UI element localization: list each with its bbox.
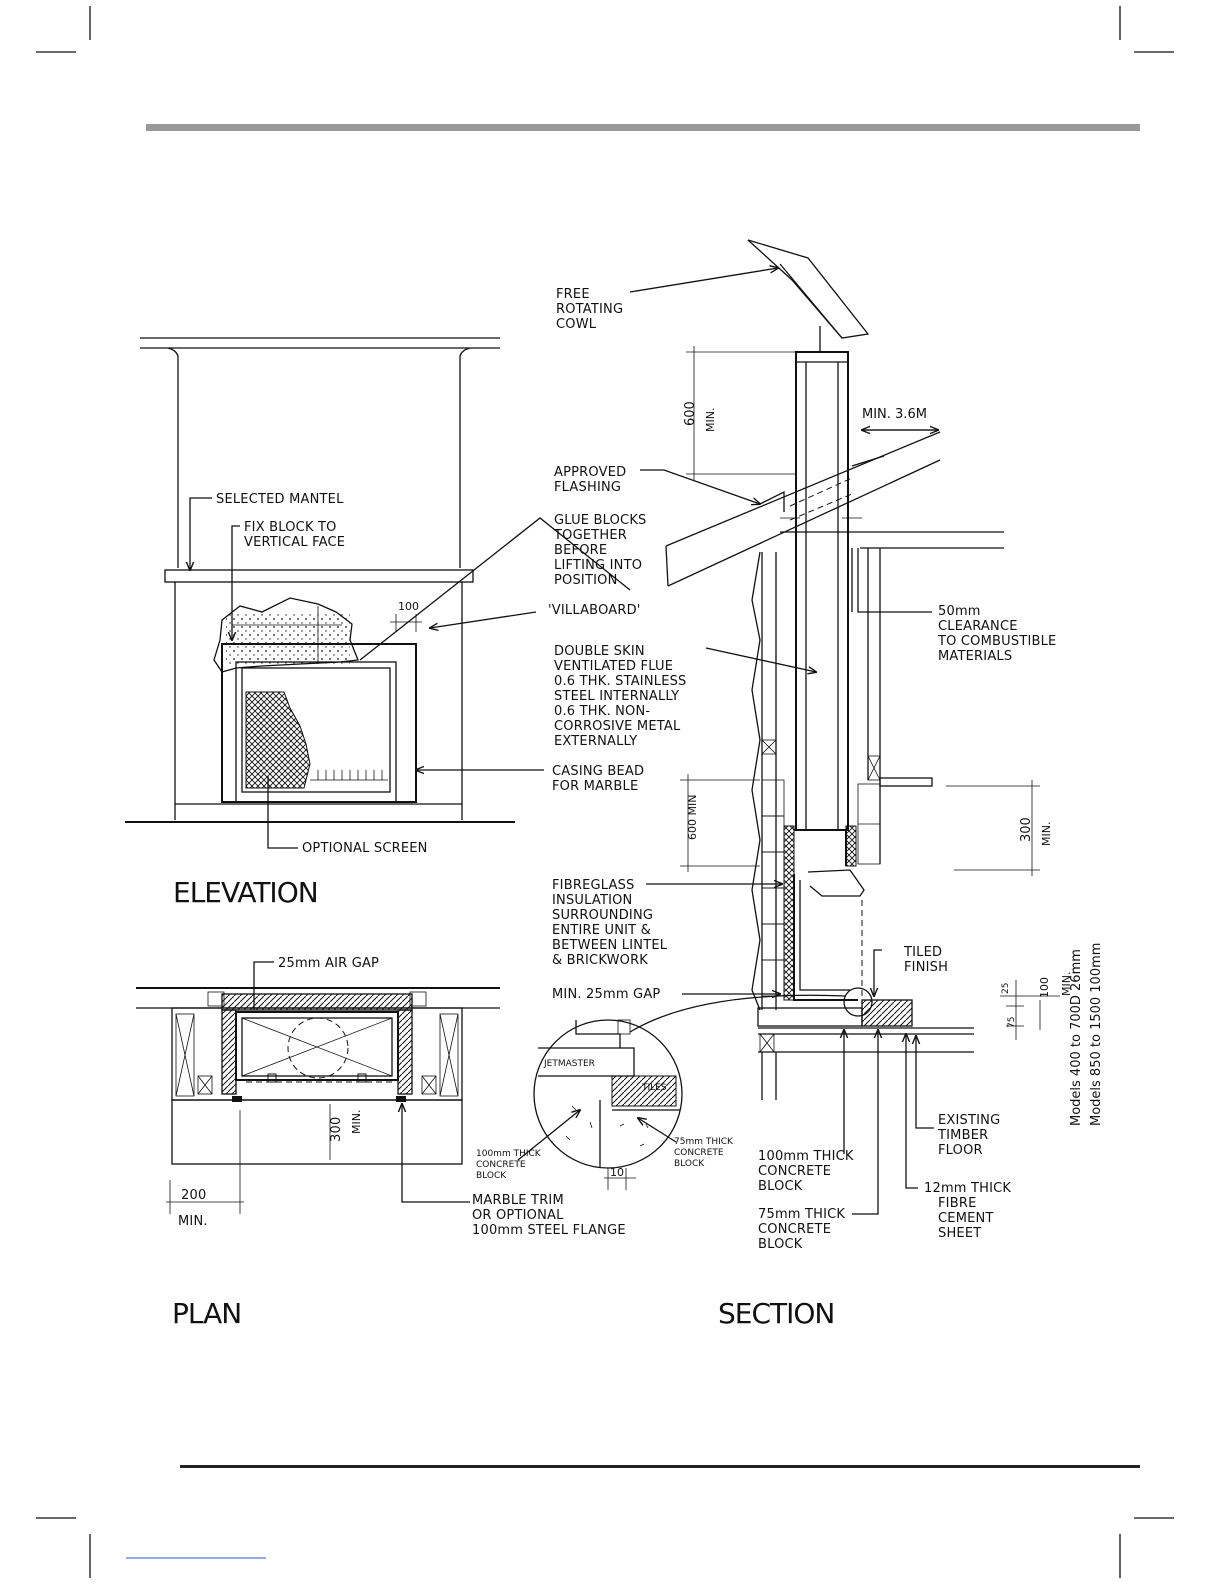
label-sec-dim-100-min: MIN. (1060, 972, 1073, 996)
label-plan-dim-300: 300 (329, 1117, 344, 1142)
label-cowl-3: COWL (556, 317, 597, 332)
label-sec-dim-25: 25 (1001, 983, 1011, 994)
label-tiled-2: FINISH (904, 960, 948, 975)
label-block75-1: 75mm THICK (758, 1207, 845, 1222)
label-clearance-3: TO COMBUSTIBLE (937, 634, 1056, 649)
elevation-title: ELEVATION (173, 876, 318, 909)
label-block100-2: CONCRETE (758, 1164, 831, 1179)
label-flue-4: STEEL INTERNALLY (554, 689, 679, 704)
label-detail-tiles: TILES (641, 1083, 667, 1093)
label-detail-10: 10 (610, 1166, 624, 1179)
label-villaboard: 'VILLABOARD' (548, 603, 641, 618)
label-plan-dim-300-min: MIN. (350, 1110, 363, 1134)
section-title: SECTION (718, 1297, 834, 1330)
label-fibreglass-4: ENTIRE UNIT & (552, 923, 651, 938)
label-marble-3: 100mm STEEL FLANGE (472, 1223, 626, 1238)
label-clearance-2: CLEARANCE (938, 619, 1018, 634)
label-cowl-2: ROTATING (556, 302, 623, 317)
label-sec-dim-600-min: MIN. (704, 408, 717, 432)
label-clearance-1: 50mm (938, 604, 981, 619)
label-fibre-cement-1: 12mm THICK (924, 1181, 1011, 1196)
label-sec-dim-300-min: MIN. (1040, 822, 1053, 846)
label-fibreglass-1: FIBREGLASS (552, 878, 635, 893)
label-min-gap: MIN. 25mm GAP (552, 987, 660, 1002)
label-tiled-1: TILED (903, 945, 942, 960)
label-clearance-4: MATERIALS (938, 649, 1012, 664)
label-plan-dim-200-min: MIN. (178, 1214, 208, 1229)
header-rule (146, 124, 1140, 131)
label-block100-1: 100mm THICK (758, 1149, 854, 1164)
label-block100-3: BLOCK (758, 1179, 803, 1194)
label-timber-3: FLOOR (938, 1143, 983, 1158)
label-models-2: Models 850 to 1500 100mm (1089, 943, 1104, 1126)
label-glue-4: LIFTING INTO (554, 558, 642, 573)
label-casing-2: FOR MARBLE (552, 779, 638, 794)
label-block75-3: BLOCK (758, 1237, 803, 1252)
label-detail-100-2: CONCRETE (476, 1160, 526, 1170)
elevation-drawing (125, 337, 515, 849)
label-flashing-1: APPROVED (554, 465, 626, 480)
label-fibreglass-5: BETWEEN LINTEL (552, 938, 668, 953)
label-marble-2: OR OPTIONAL (472, 1208, 564, 1223)
label-marble-1: MARBLE TRIM (472, 1193, 564, 1208)
label-glue-3: BEFORE (554, 543, 607, 558)
label-detail-75-3: BLOCK (674, 1159, 705, 1169)
label-detail-75-1: 75mm THICK (674, 1137, 734, 1147)
label-flashing-2: FLASHING (554, 480, 621, 495)
plan-drawing (136, 961, 500, 1214)
label-optional-screen: OPTIONAL SCREEN (302, 841, 428, 856)
label-fibreglass-6: & BRICKWORK (552, 953, 648, 968)
label-flue-2: VENTILATED FLUE (554, 659, 673, 674)
label-flue-7: EXTERNALLY (554, 734, 637, 749)
label-selected-mantel: SELECTED MANTEL (216, 492, 344, 507)
label-flue-5: 0.6 THK. NON- (554, 704, 650, 719)
label-fibre-cement-4: SHEET (938, 1226, 981, 1241)
label-sec-dim-600: 600 (683, 401, 698, 426)
label-glue-2: TOGETHER (553, 528, 627, 543)
label-fibre-cement-2: FIBRE (938, 1196, 976, 1211)
label-sec-dim-100: 100 (1038, 977, 1051, 998)
label-fix-block-1: FIX BLOCK TO (244, 520, 337, 535)
crop-marks (36, 6, 1174, 1578)
label-flue-6: CORROSIVE METAL (554, 719, 681, 734)
label-models-1: Models 400 to 700D 26mm (1069, 949, 1084, 1126)
label-timber-1: EXISTING (938, 1113, 1000, 1128)
label-min-36: MIN. 3.6M (862, 407, 927, 422)
label-glue-5: POSITION (554, 573, 618, 588)
label-glue-1: GLUE BLOCKS (554, 513, 647, 528)
section-drawing (359, 239, 1060, 1215)
label-fix-block-2: VERTICAL FACE (244, 535, 345, 550)
label-block75-2: CONCRETE (758, 1222, 831, 1237)
plan-title: PLAN (172, 1297, 241, 1330)
label-sec-dim-75: 75 (1007, 1017, 1017, 1028)
label-detail-100-3: BLOCK (476, 1171, 507, 1181)
label-flue-3: 0.6 THK. STAINLESS (554, 674, 687, 689)
label-cowl-1: FREE (556, 287, 590, 302)
label-timber-2: TIMBER (937, 1128, 988, 1143)
label-detail-100-1: 100mm THICK (476, 1149, 542, 1159)
label-detail-75-2: CONCRETE (674, 1148, 724, 1158)
label-plan-dim-200: 200 (181, 1188, 206, 1203)
label-detail-jetmaster: JETMASTER (543, 1059, 595, 1069)
label-sec-dim-300: 300 (1019, 817, 1034, 842)
label-fibreglass-3: SURROUNDING (552, 908, 653, 923)
footer-rule (180, 1465, 1140, 1468)
label-air-gap: 25mm AIR GAP (278, 956, 379, 971)
label-casing-1: CASING BEAD (552, 764, 644, 779)
label-flue-1: DOUBLE SKIN (554, 644, 645, 659)
label-fibreglass-2: INSULATION (552, 893, 632, 908)
label-elev-dim-100: 100 (398, 600, 419, 613)
label-sec-dim-600-min2: 600 MIN (686, 795, 699, 840)
label-fibre-cement-3: CEMENT (938, 1211, 994, 1226)
